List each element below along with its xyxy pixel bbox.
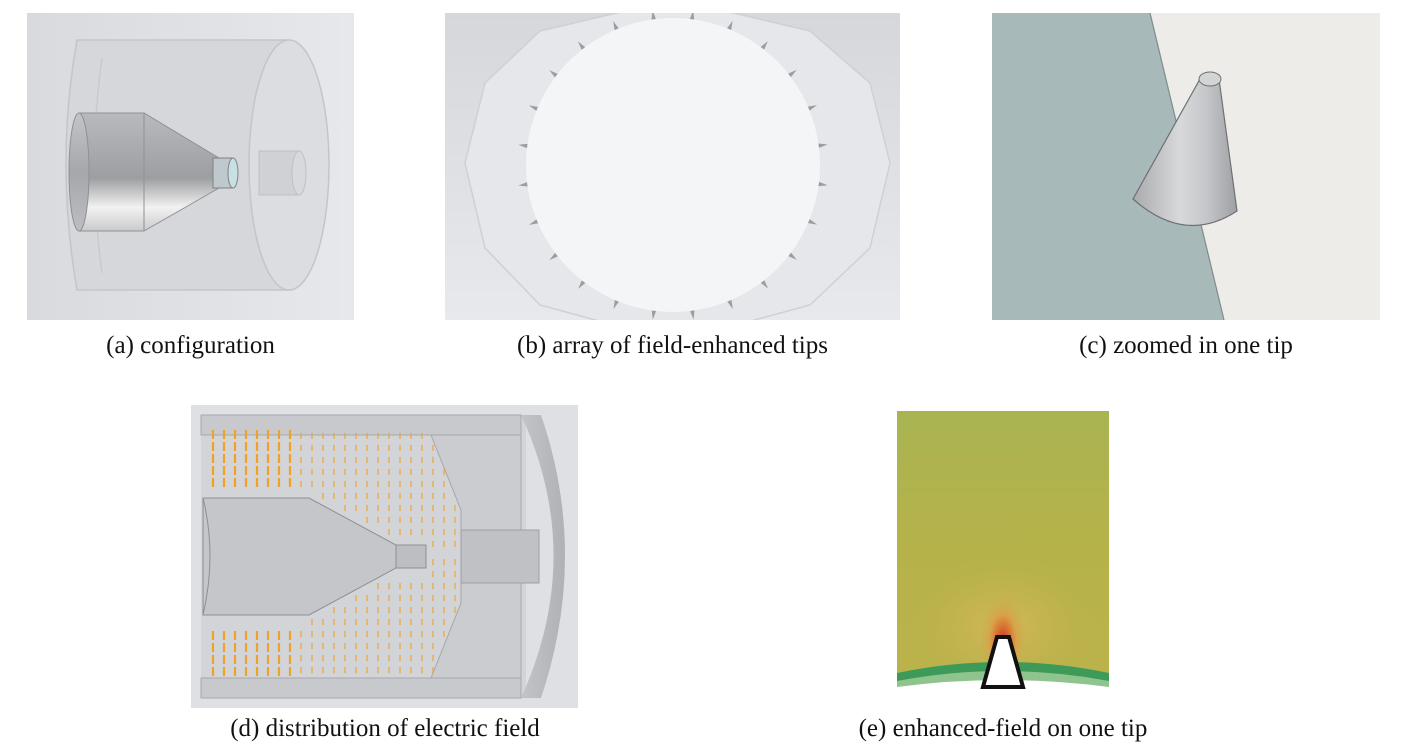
electric-field-figure — [191, 405, 578, 708]
field-enhanced-tip — [788, 252, 797, 260]
enhanced-field-figure — [897, 411, 1109, 694]
field-enhanced-tip — [613, 300, 619, 310]
tip-array-drawing — [445, 13, 900, 320]
field-enhanced-tip — [760, 280, 769, 289]
enhanced-field-plot — [897, 411, 1109, 694]
field-enhanced-tip — [528, 219, 539, 225]
electric-field-arrows — [211, 430, 456, 676]
field-enhanced-tip — [807, 105, 818, 111]
zoomed-tip-figure — [992, 13, 1380, 320]
field-enhanced-tips — [518, 13, 828, 320]
field-enhanced-tip — [549, 70, 558, 78]
field-enhanced-tip — [727, 299, 733, 310]
caption-zoomed-tip: (c) zoomed in one tip — [1079, 332, 1293, 359]
field-enhanced-tip — [808, 219, 818, 225]
field-enhanced-tip — [689, 13, 695, 20]
tip-shape — [980, 635, 1026, 689]
cone-tip — [1132, 78, 1238, 227]
field-enhanced-tip — [518, 143, 528, 149]
caption-tip-array: (b) array of field-enhanced tips — [517, 332, 828, 359]
zoomed-tip-drawing — [992, 13, 1380, 320]
field-enhanced-tip — [727, 20, 733, 30]
field-enhanced-tip — [518, 182, 528, 187]
tip-array-figure — [445, 13, 900, 320]
field-enhanced-tip — [528, 105, 538, 111]
field-enhanced-tip — [651, 310, 657, 320]
caption-enhanced-field: (e) enhanced-field on one tip — [858, 715, 1148, 742]
field-enhanced-tip — [549, 252, 558, 261]
field-enhanced-tip — [818, 181, 828, 187]
field-enhanced-tip — [690, 310, 695, 320]
caption-electric-field: (d) distribution of electric field — [230, 715, 540, 742]
field-enhanced-tip — [818, 143, 828, 148]
electric-field-drawing — [191, 405, 578, 708]
field-enhanced-tip — [613, 20, 619, 31]
field-enhanced-tip — [788, 69, 797, 78]
field-enhanced-tip — [577, 41, 586, 50]
field-enhanced-tip — [651, 13, 656, 20]
configuration-drawing — [27, 13, 354, 320]
field-enhanced-tip — [760, 41, 768, 50]
caption-configuration: (a) configuration — [106, 332, 275, 359]
field-enhanced-tip — [578, 280, 586, 289]
configuration-figure — [27, 13, 354, 320]
